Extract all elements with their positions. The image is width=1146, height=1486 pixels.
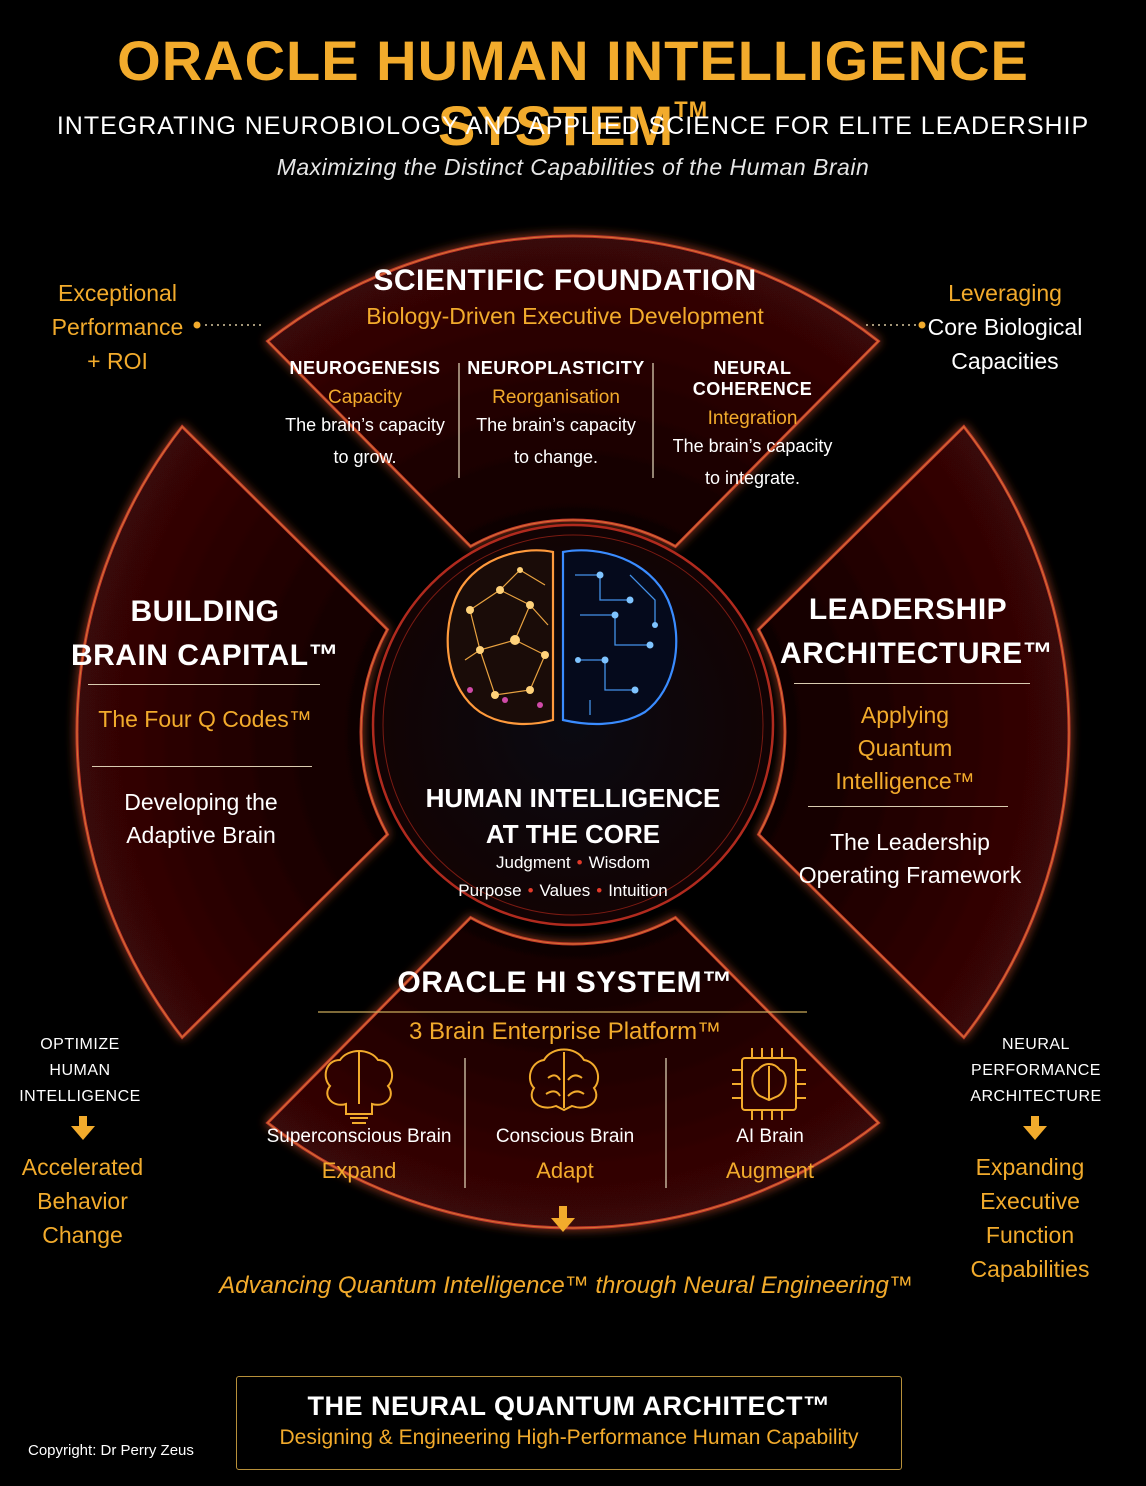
column-verb: Augment [725, 1158, 815, 1183]
divider [794, 683, 1030, 684]
bottom-left-arrow-icon [71, 1116, 95, 1140]
segment-right-outline [757, 425, 1070, 1039]
segment-top-outline [266, 235, 880, 548]
divider [92, 766, 312, 767]
neuroplasticity-column: NEUROPLASTICITY Reorganisation The brain… [467, 358, 645, 467]
four-q-codes: The Four Q Codes™ [98, 706, 312, 732]
bottom-right-arrow-icon [1023, 1116, 1047, 1140]
column-verb: Adapt [536, 1158, 594, 1183]
neural-quantum-architect-box: THE NEURAL QUANTUM ARCHITECT™ Designing … [236, 1376, 902, 1470]
column-tag: Integration [707, 408, 798, 429]
column-label: Conscious Brain [495, 1126, 635, 1147]
page-tagline: Maximizing the Distinct Capabilities of … [276, 154, 870, 180]
brain-left-hemisphere-icon [446, 549, 555, 726]
copyright: Copyright: Dr Perry Zeus [28, 1442, 194, 1459]
core-values-row1: Judgment•Wisdom [495, 853, 651, 872]
page-title: ORACLE HUMAN INTELLIGENCE SYSTEMTM [117, 29, 1029, 157]
brain-lightbulb-icon [324, 1050, 394, 1124]
box-subtitle: Designing & Engineering High-Performance… [279, 1426, 859, 1449]
scientific-foundation-title: SCIENTIFIC FOUNDATION [373, 264, 757, 297]
superconscious-brain-column: Superconscious Brain Expand [266, 1126, 452, 1184]
column-label: AI Brain [736, 1126, 804, 1147]
ai-brain-column: AI Brain Augment [680, 1126, 860, 1184]
top-right-note: Leveraging Core Biological Capacities [927, 280, 1083, 374]
scientific-foundation-subtitle: Biology-Driven Executive Development [366, 303, 764, 329]
column-heading: NEUROPLASTICITY [467, 358, 645, 378]
title-trademark: TM [674, 97, 709, 122]
conscious-brain-column: Conscious Brain Adapt [475, 1126, 655, 1184]
down-arrow-icon [551, 1206, 575, 1232]
segment-bottom-outline [266, 916, 880, 1229]
neural-coherence-column: NEURAL COHERENCE Integration The brain’s… [660, 358, 845, 494]
column-tag: Reorganisation [492, 387, 620, 408]
box-title: THE NEURAL QUANTUM ARCHITECT™ [307, 1391, 831, 1421]
column-heading: NEURAL COHERENCE [692, 358, 813, 399]
segment-left-outline [76, 425, 389, 1039]
column-heading: NEUROGENESIS [289, 358, 441, 378]
page-subtitle: INTEGRATING NEUROBIOLOGY AND APPLIED SCI… [56, 112, 1090, 140]
brain-right-hemisphere-icon [561, 549, 678, 726]
divider [808, 806, 1008, 807]
oracle-hi-system-subtitle: 3 Brain Enterprise Platform™ [408, 1018, 722, 1045]
neurogenesis-column: NEUROGENESIS Capacity The brain’s capaci… [280, 358, 450, 473]
advancing-tagline: Advancing Quantum Intelligence™ through … [219, 1272, 913, 1299]
oracle-hi-system-title: ORACLE HI SYSTEM™ [397, 966, 733, 999]
ai-chip-brain-icon [732, 1048, 806, 1120]
column-tag: Capacity [328, 387, 402, 408]
column-verb: Expand [321, 1158, 397, 1183]
column-label: Superconscious Brain [266, 1126, 452, 1147]
core-values-row2: Purpose•Values•Intuition [458, 881, 668, 900]
divider [88, 684, 320, 685]
brain-icon [528, 1048, 600, 1112]
